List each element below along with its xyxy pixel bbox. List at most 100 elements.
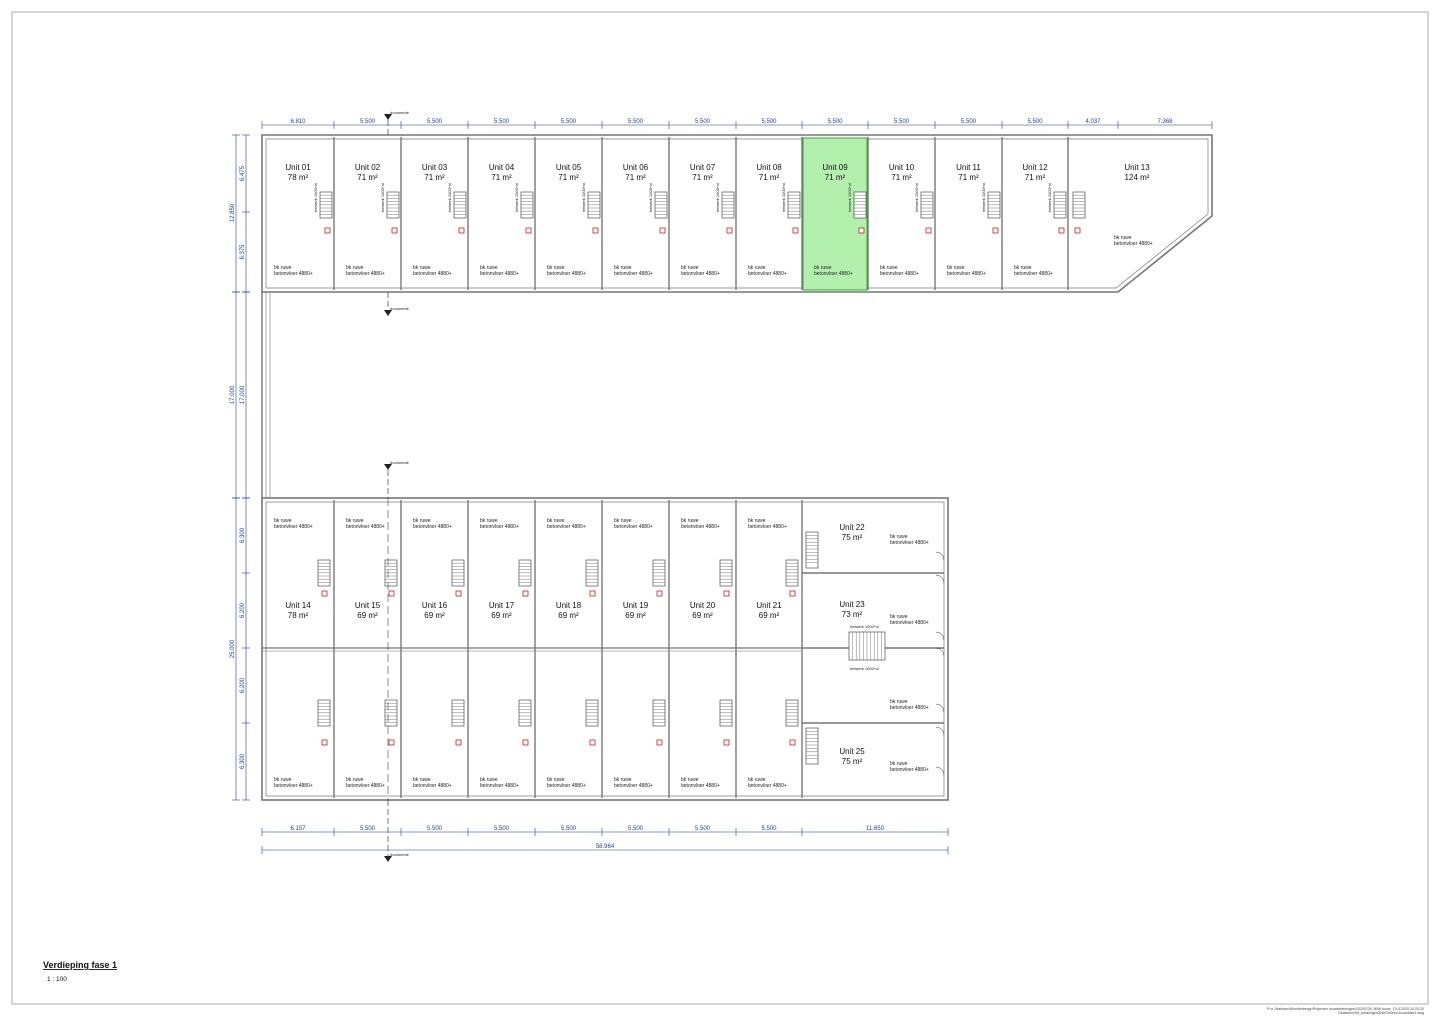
unit-area: 69 m² [625,611,646,620]
stair-note: helwerk 1000+vl [581,183,586,212]
floor-note-line1: bk ruwe [346,265,364,271]
floor-note-line2: betonvloer 4880+ [1114,241,1153,247]
unit-area: 71 m² [558,173,579,182]
floor-note-line2: betonvloer 4880+ [480,524,519,530]
floor-note-line1: bk ruwe [814,265,832,271]
hatch-icon [458,227,465,234]
floor-note-line1: bk ruwe [681,777,699,783]
floor-note-line1: bk ruwe [748,265,766,271]
stair-note: helwerk 1000+vl [715,183,720,212]
unit-area: 71 m² [891,173,912,182]
unit-label: Unit 06 [623,163,649,172]
hatch-icon [992,227,999,234]
hatch-icon [388,590,395,597]
unit-label: Unit 09 [822,163,848,172]
floor-note-line2: betonvloer 4880+ [413,524,452,530]
floor-note-line1: bk ruwe [947,265,965,271]
floor-note-line1: bk ruwe [547,518,565,524]
dimension-label: 5.500 [761,826,777,832]
unit-area: 69 m² [424,611,445,620]
stair-note: helwerk 1000+vl [781,183,786,212]
floor-note-line2: betonvloer 4880+ [614,783,653,789]
floor-note-line2: betonvloer 4880+ [681,524,720,530]
hatch-icon [789,590,796,597]
floor-note-line1: bk ruwe [1114,235,1132,241]
stair-note: helwerk 1000+vl [380,183,385,212]
floor-note-line2: betonvloer 4880+ [681,783,720,789]
floor-note-line2: betonvloer 4880+ [547,783,586,789]
floor-note-line2: betonvloer 4880+ [748,271,787,277]
stair-note: helwerk 1000+vl [648,183,653,212]
unit-area: 71 m² [958,173,979,182]
top-outer-wall [261,134,1213,293]
floor-note-line2: betonvloer 4880+ [814,271,853,277]
stair-note: helwerk 1000+vl [447,183,452,212]
hatch-icon [858,227,865,234]
unit-area: 69 m² [759,611,780,620]
unit-13-area: 124 m² [1125,173,1150,182]
unit-area: 69 m² [491,611,512,620]
unit-area: 73 m² [842,610,863,619]
floor-note-line1: bk ruwe [346,777,364,783]
hatch-icon [592,227,599,234]
floor-note-line1: bk ruwe [614,777,632,783]
unit-label: Unit 12 [1022,163,1048,172]
floor-note-line2: betonvloer 4880+ [748,524,787,530]
floor-note-line2: betonvloer 4880+ [413,271,452,277]
unit-area: 69 m² [357,611,378,620]
floor-note-line2: betonvloer 4880+ [346,524,385,530]
unit-label: Unit 01 [285,163,311,172]
floor-note-line1: bk ruwe [890,614,908,620]
hatch-icon [726,227,733,234]
unit-label: Unit 16 [422,601,448,610]
floor-note-line2: betonvloer 4880+ [413,783,452,789]
unit-area: 78 m² [288,611,309,620]
floor-note-line1: bk ruwe [614,518,632,524]
dimension-label: 7.368 [1157,119,1173,125]
dimension-label: 11.650 [866,826,885,832]
hatch-icon [656,590,663,597]
floor-note-line2: betonvloer 4880+ [346,271,385,277]
floor-note-line1: bk ruwe [480,777,498,783]
hatch-icon [321,739,328,746]
unit-area: 71 m² [424,173,445,182]
floor-note-line1: bk ruwe [480,518,498,524]
floor-note-line2: betonvloer 4880+ [274,271,313,277]
stair-note: helwerk 1000+vl [514,183,519,212]
dimension-label: 5.500 [827,119,843,125]
hatch-icon [321,590,328,597]
hatch-icon [324,227,331,234]
door-swing [935,703,945,713]
section-label: doorsnede [390,852,410,857]
hatch-icon [1074,227,1081,234]
floor-note-line2: betonvloer 4880+ [681,271,720,277]
bottom-outer-wall [261,497,949,801]
floor-note-line1: bk ruwe [547,265,565,271]
dimension-label: 5.500 [561,826,577,832]
stair-note: helwerk 1000+vl [313,183,318,212]
unit-area: 71 m² [357,173,378,182]
dimension-label: 25.000 [230,639,236,658]
floor-note-line2: betonvloer 4880+ [947,271,986,277]
unit-label: Unit 07 [690,163,716,172]
hatch-icon [723,590,730,597]
floor-note-line1: bk ruwe [413,777,431,783]
hatch-icon [522,590,529,597]
unit-area: 71 m² [759,173,780,182]
drawing-scale: 1 : 100 [47,976,67,983]
floor-note-line1: bk ruwe [346,518,364,524]
floor-note-line2: betonvloer 4880+ [480,271,519,277]
floor-note-line2: betonvloer 4880+ [274,783,313,789]
unit-label: Unit 22 [839,523,865,532]
floor-note-line2: betonvloer 4880+ [890,767,929,773]
dimension-label: 6.475 [240,165,246,181]
hatch-icon [656,739,663,746]
floor-note-line2: betonvloer 4880+ [274,524,313,530]
floor-note-line1: bk ruwe [274,265,292,271]
door-swing [935,647,945,657]
unit-label: Unit 02 [355,163,381,172]
door-swing [935,631,945,641]
unit-label: Unit 11 [956,163,981,172]
